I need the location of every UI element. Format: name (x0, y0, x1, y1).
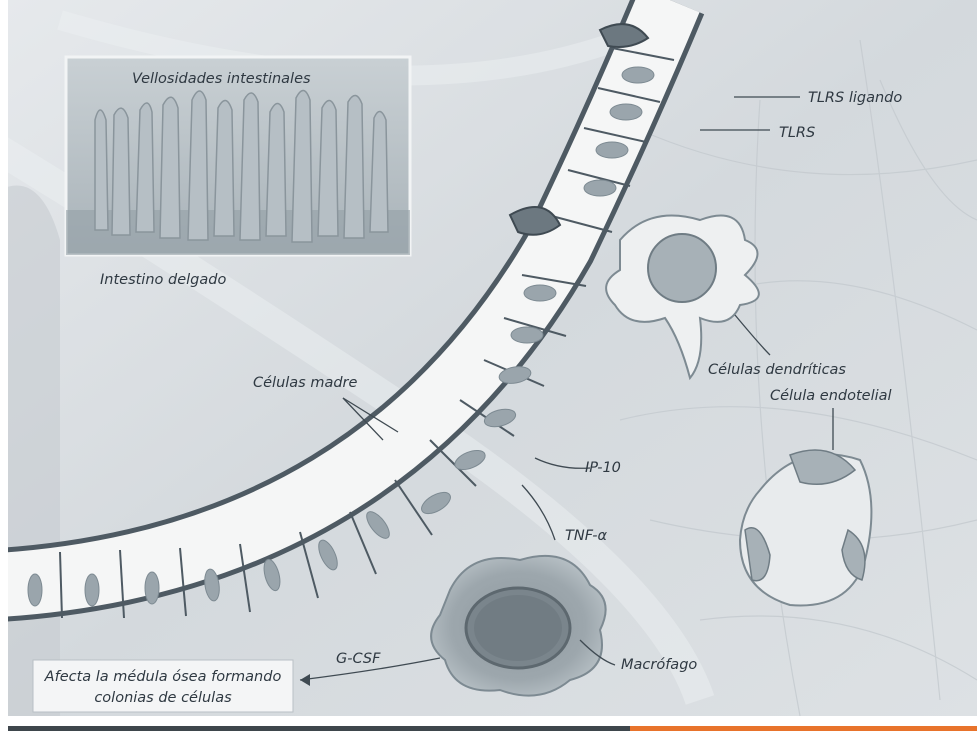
macrophage (431, 556, 606, 696)
label-gcsf: G-CSF (336, 651, 381, 667)
label-ip10: IP-10 (585, 460, 621, 476)
background-fold (0, 186, 60, 716)
note-line-1: Afecta la médula ósea formando (44, 669, 282, 685)
bottom-bar-accent-segment (630, 726, 977, 731)
label-dendritic-cells: Células dendríticas (708, 362, 846, 378)
label-tlrs-ligand: TLRS ligando (808, 90, 902, 106)
note-box: Afecta la médula ósea formando colonias … (33, 660, 293, 712)
bottom-bar-dark-segment (8, 726, 630, 731)
label-villi: Vellosidades intestinales (132, 71, 311, 87)
bottom-bar (0, 716, 977, 731)
label-small-intestine: Intestino delgado (100, 272, 226, 288)
label-tnf-alpha: TNF-α (565, 528, 607, 544)
label-endothelial-cell: Célula endotelial (770, 388, 892, 404)
label-tlrs: TLRS (779, 125, 815, 141)
label-stem-cells: Células madre (253, 375, 358, 391)
label-macrophage: Macrófago (621, 657, 697, 673)
note-line-2: colonias de células (94, 690, 232, 706)
frame-edge (0, 0, 8, 716)
